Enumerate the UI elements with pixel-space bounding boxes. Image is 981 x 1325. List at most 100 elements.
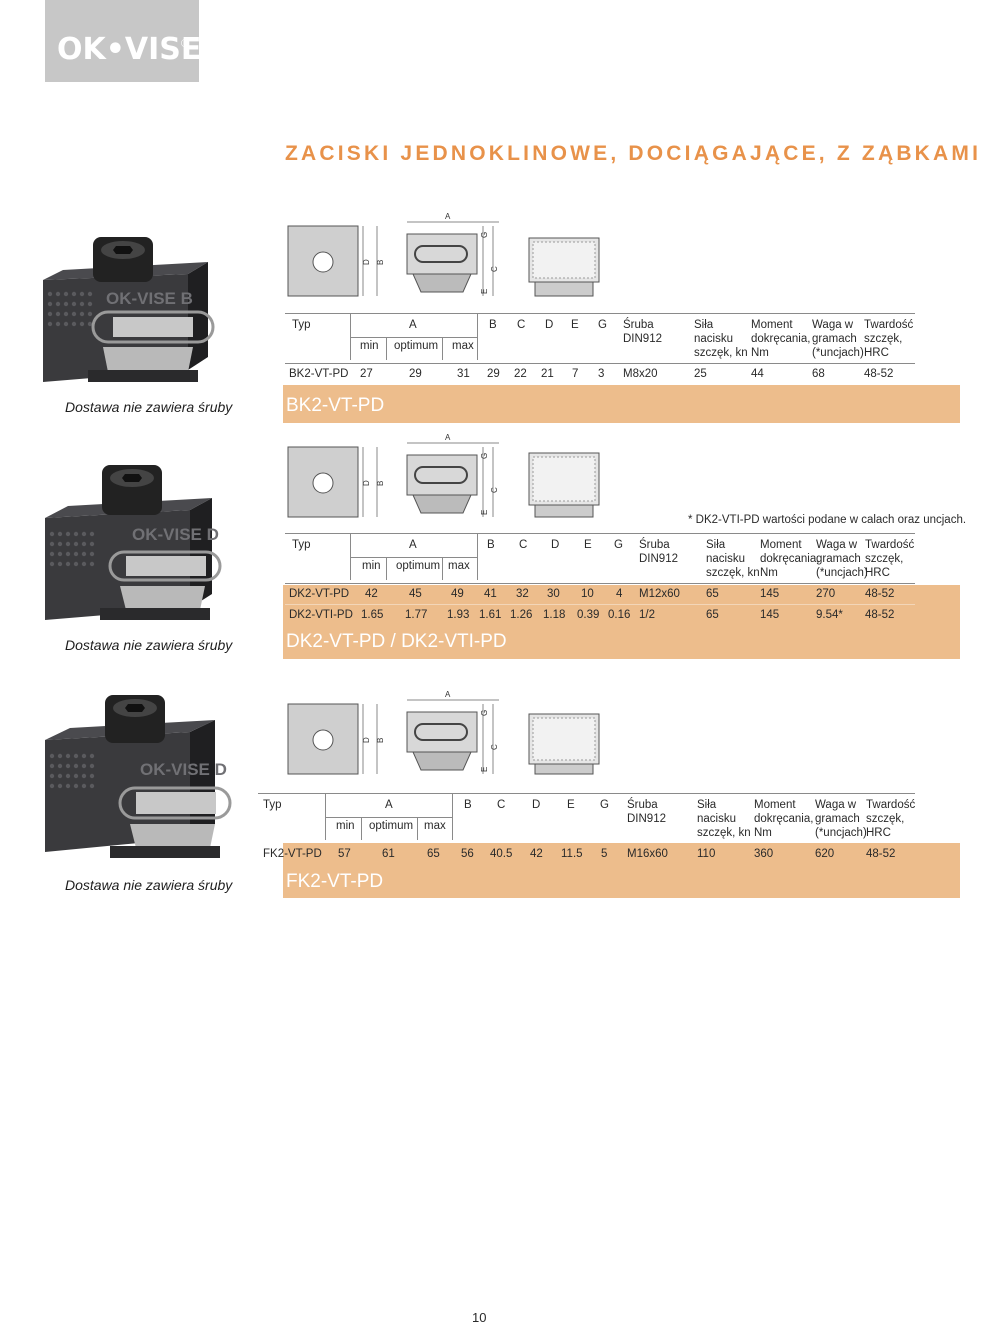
header-a: A: [385, 799, 393, 811]
cell-sruba: 1/2: [639, 609, 655, 621]
cell-b: 29: [487, 368, 500, 380]
header-g: G: [614, 539, 623, 551]
header-d: D: [551, 539, 560, 551]
cell-d: 42: [530, 848, 543, 860]
table-rule: [325, 817, 452, 818]
cell-e: 0.39: [577, 609, 600, 621]
product-photo-dk2: OK-VISE D: [45, 465, 222, 620]
cell-waga: 9.54*: [816, 609, 843, 621]
header-a: A: [409, 319, 417, 331]
diagram-label-c: C: [490, 744, 499, 750]
cell-a-max: 31: [457, 368, 470, 380]
svg-text:OK-VISE B: OK-VISE B: [106, 289, 193, 308]
page-number: 10: [472, 1310, 487, 1325]
svg-text:OK-VISE D: OK-VISE D: [132, 525, 219, 544]
table-rule: [285, 363, 915, 364]
technical-drawing-dk2: A D B G C E: [287, 433, 600, 518]
cell-twardosc: 48-52: [865, 609, 895, 621]
header-a: A: [409, 539, 417, 551]
diagram-label-e: E: [480, 510, 489, 515]
cell-sila: 110: [697, 848, 716, 860]
cell-sruba: M16x60: [627, 848, 668, 860]
cell-b: 41: [484, 588, 497, 600]
table-rule: [350, 313, 351, 360]
table-rule: [442, 337, 443, 360]
cell-a-min: 1.65: [361, 609, 384, 621]
diagram-label-a: A: [445, 690, 451, 699]
cell-sruba: M8x20: [623, 368, 658, 380]
table-rule: [350, 533, 351, 580]
cell-typ: DK2-VTI-PD: [289, 609, 353, 621]
cell-a-optimum: 1.77: [405, 609, 428, 621]
cell-a-optimum: 61: [382, 848, 395, 860]
product-photo-fk2: OK-VISE D: [45, 695, 232, 858]
header-optimum: optimum: [394, 340, 439, 352]
header-typ: Typ: [263, 799, 282, 811]
cell-twardosc: 48-52: [864, 368, 894, 380]
cell-e: 11.5: [561, 848, 583, 860]
brand-logo: OK•VISE ®: [45, 0, 201, 82]
header-min: min: [360, 340, 379, 352]
cell-a-min: 57: [338, 848, 351, 860]
cell-sila: 65: [706, 609, 719, 621]
header-b: B: [489, 319, 497, 331]
diagram-label-e: E: [480, 767, 489, 772]
header-g: G: [598, 319, 607, 331]
cell-waga: 620: [815, 848, 835, 860]
diagram-label-c: C: [490, 266, 499, 272]
table-rule: [285, 533, 915, 534]
footnote: * DK2-VTI-PD wartości podane w calach or…: [688, 514, 967, 526]
header-typ: Typ: [292, 539, 311, 551]
header-max: max: [424, 820, 446, 832]
cell-a-optimum: 29: [409, 368, 422, 380]
diagram-label-b: B: [376, 481, 385, 486]
cell-sila: 25: [694, 368, 707, 380]
header-e: E: [584, 539, 592, 551]
table-rule: [258, 793, 915, 794]
cell-c: 1.26: [510, 609, 533, 621]
cell-a-min: 27: [360, 368, 373, 380]
cell-twardosc: 48-52: [865, 588, 895, 600]
header-optimum: optimum: [396, 560, 441, 572]
delivery-note: Dostawa nie zawiera śruby: [65, 399, 233, 415]
diagram-label-g: G: [480, 710, 489, 716]
product-name: DK2-VT-PD / DK2-VTI-PD: [286, 631, 507, 652]
cell-typ: BK2-VT-PD: [289, 368, 349, 380]
table-rule: [285, 313, 915, 314]
table-rule: [477, 313, 478, 360]
header-typ: Typ: [292, 319, 311, 331]
diagram-label-e: E: [480, 289, 489, 294]
table-rule: [477, 533, 478, 580]
diagram-label-a: A: [445, 433, 451, 442]
cell-a-optimum: 45: [409, 588, 422, 600]
table-rule: [285, 583, 915, 584]
cell-a-max: 49: [451, 588, 464, 600]
cell-waga: 68: [812, 368, 825, 380]
cell-moment: 145: [760, 588, 780, 600]
product-name: BK2-VT-PD: [286, 395, 385, 416]
header-min: min: [362, 560, 381, 572]
diagram-label-d: D: [362, 480, 371, 486]
table-rule: [417, 817, 418, 840]
header-e: E: [571, 319, 579, 331]
table-rule: [361, 817, 362, 840]
cell-c: 40.5: [490, 848, 513, 860]
cell-d: 21: [541, 368, 554, 380]
cell-g: 5: [601, 848, 608, 860]
svg-text:OK-VISE D: OK-VISE D: [140, 760, 227, 779]
cell-typ: DK2-VT-PD: [289, 588, 350, 600]
delivery-note: Dostawa nie zawiera śruby: [65, 637, 233, 653]
cell-a-max: 65: [427, 848, 440, 860]
diagram-label-d: D: [362, 737, 371, 743]
cell-moment: 44: [751, 368, 764, 380]
header-g: G: [600, 799, 609, 811]
registered-mark: ®: [181, 38, 190, 50]
